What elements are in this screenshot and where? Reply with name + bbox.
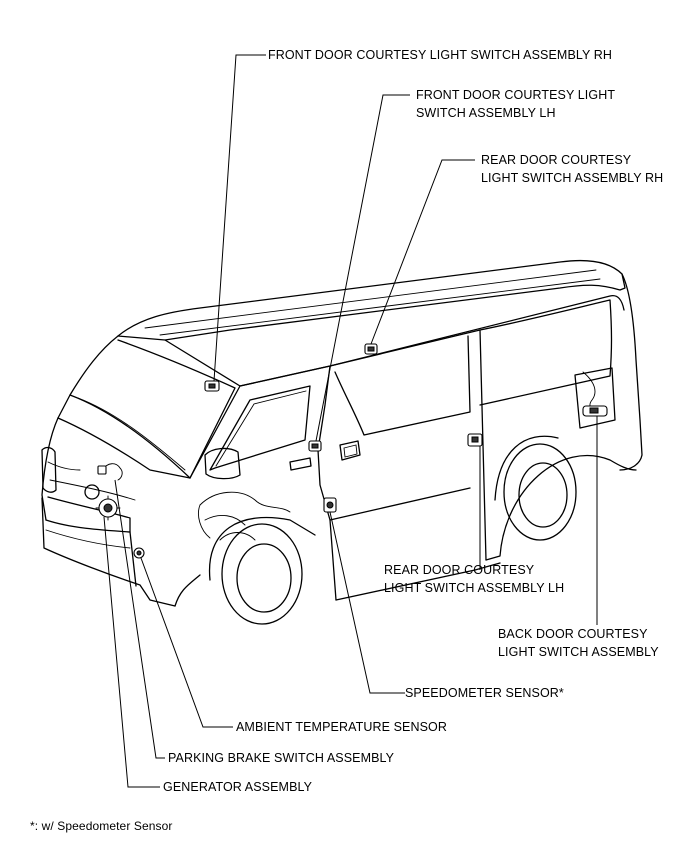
front-door-lh-switch-icon xyxy=(308,440,322,452)
back-door-switch-icon xyxy=(582,371,608,417)
part-markers xyxy=(95,343,608,559)
rear-door-lh-label-line2: LIGHT SWITCH ASSEMBLY LH xyxy=(384,581,565,595)
rear-door-lh-switch-icon xyxy=(467,433,483,447)
parking-brake-switch-icon xyxy=(97,463,123,481)
back-door-label-line1: BACK DOOR COURTESY xyxy=(498,627,648,641)
parking-brake-switch-label: PARKING BRAKE SWITCH ASSEMBLY xyxy=(168,751,395,765)
front-door-lh-label-line1: FRONT DOOR COURTESY LIGHT xyxy=(416,88,616,102)
ambient-temp-sensor-icon xyxy=(133,547,145,559)
generator-icon xyxy=(95,495,121,521)
rear-door-lh-label-line1: REAR DOOR COURTESY xyxy=(384,563,535,577)
speedometer-sensor-icon xyxy=(323,497,337,513)
speedometer-sensor-label: SPEEDOMETER SENSOR* xyxy=(405,686,564,700)
rear-door-rh-label-line1: REAR DOOR COURTESY xyxy=(481,153,632,167)
rear-door-rh-label-line2: LIGHT SWITCH ASSEMBLY RH xyxy=(481,171,664,185)
front-door-rh-switch-icon xyxy=(204,380,220,392)
generator-assembly-label: GENERATOR ASSEMBLY xyxy=(163,780,313,794)
back-door-label-line2: LIGHT SWITCH ASSEMBLY xyxy=(498,645,659,659)
footnote: *: w/ Speedometer Sensor xyxy=(30,819,173,833)
van-outline xyxy=(41,259,643,625)
ambient-temp-sensor-label: AMBIENT TEMPERATURE SENSOR xyxy=(236,720,447,734)
front-door-lh-label-line2: SWITCH ASSEMBLY LH xyxy=(416,106,556,120)
leader-lines xyxy=(103,54,598,788)
front-door-rh-label: FRONT DOOR COURTESY LIGHT SWITCH ASSEMBL… xyxy=(268,48,613,62)
rear-door-rh-switch-icon xyxy=(364,343,378,355)
